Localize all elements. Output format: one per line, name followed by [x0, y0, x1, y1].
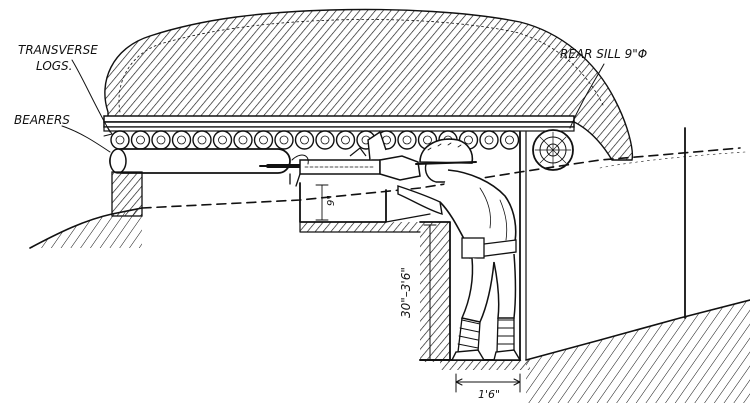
transverse-log-ring: [423, 135, 432, 145]
dimension-loophole: [315, 184, 329, 221]
earth-mound: [104, 8, 634, 161]
transverse-log-end: [479, 130, 499, 150]
transverse-log-end: [397, 130, 417, 150]
transverse-log-ring: [177, 135, 186, 145]
firing-platform: [299, 182, 421, 233]
transverse-log-ring: [300, 135, 309, 145]
transverse-log-end: [130, 130, 151, 150]
leader-lines: [61, 59, 605, 153]
transverse-log-ring: [505, 135, 514, 145]
transverse-log-ring: [341, 135, 350, 145]
transverse-log-ring: [484, 135, 494, 145]
transverse-log-ring: [320, 135, 330, 145]
front-ground: [29, 207, 143, 249]
bearer-log: [109, 148, 291, 174]
transverse-log-end: [274, 130, 294, 150]
label-transverse-logs-line1: TRANSVERSE: [18, 43, 98, 57]
transverse-log-end: [315, 130, 335, 150]
transverse-log-end: [192, 130, 212, 150]
transverse-log-ring: [238, 135, 248, 145]
transverse-log-end: [110, 130, 130, 150]
transverse-log-ring: [115, 135, 125, 145]
label-rear-sill: REAR SILL 9"Φ: [560, 47, 647, 61]
transverse-log-end: [335, 130, 356, 150]
transverse-log-ring: [402, 135, 412, 145]
transverse-log-ring: [156, 135, 166, 145]
trench-rear-wall: [519, 131, 527, 361]
transverse-log-end: [212, 130, 233, 150]
label-dim-height: 30"–3'6": [399, 267, 413, 318]
label-transverse-logs-line2: LOGS.: [36, 59, 73, 73]
soldier: [385, 138, 522, 361]
transverse-log-end: [151, 130, 171, 150]
transverse-log-ring: [136, 135, 145, 145]
transverse-log-end: [253, 130, 274, 150]
rear-ground: [525, 127, 750, 403]
transverse-log-end: [233, 130, 253, 150]
label-dim-loophole: 9": [326, 195, 337, 206]
dimension-width: [455, 373, 521, 393]
transverse-log-ring: [279, 135, 289, 145]
label-dim-width: 1'6": [478, 388, 500, 401]
transverse-log-end: [499, 130, 520, 150]
trench-front-wall: [419, 221, 530, 370]
dimension-height: [423, 224, 437, 361]
roof-planks: [103, 115, 575, 132]
transverse-log-ring: [218, 135, 227, 145]
transverse-log-ring: [259, 135, 268, 145]
transverse-log-end: [294, 130, 315, 150]
machine-gun: [259, 130, 421, 187]
rear-sill-log: [532, 129, 574, 171]
transverse-log-ring: [464, 135, 473, 145]
label-bearers: BEARERS: [14, 113, 70, 127]
transverse-log-ring: [197, 135, 207, 145]
transverse-log-end: [171, 130, 192, 150]
